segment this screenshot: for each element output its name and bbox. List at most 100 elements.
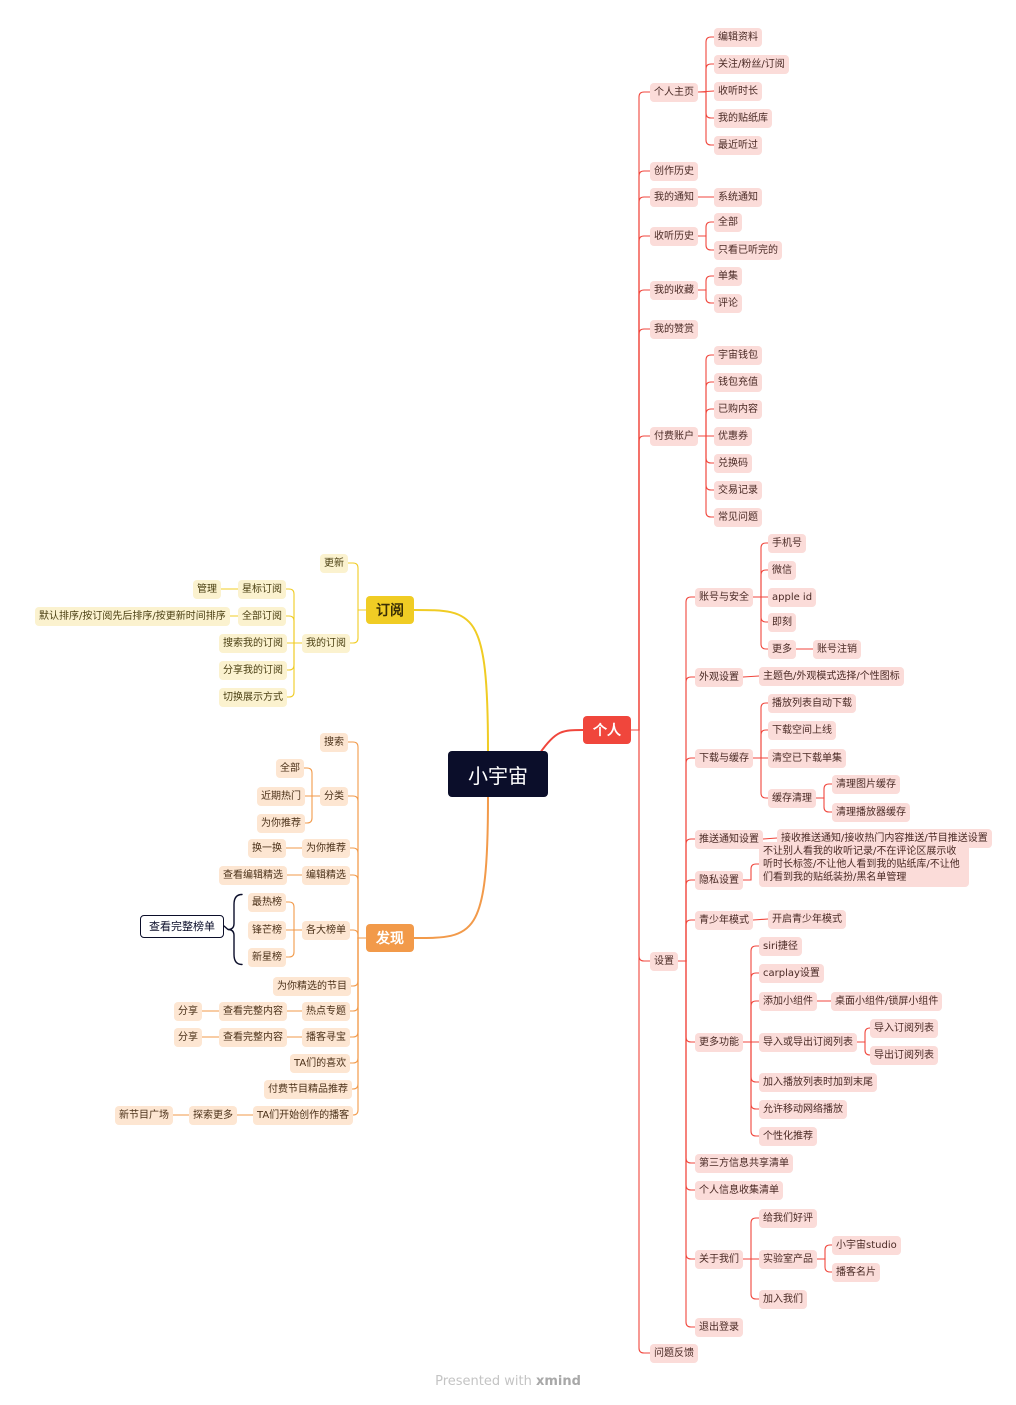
topic-s2[interactable]: 外观设置 <box>695 667 743 687</box>
topic-s8[interactable]: 第三方信息共享清单 <box>695 1153 793 1173</box>
topic-f8[interactable]: 播客寻宝 <box>302 1027 350 1047</box>
topic-s7d[interactable]: 导入或导出订阅列表 <box>759 1032 857 1052</box>
topic-s5a[interactable]: 不让别人看我的收听记录/不在评论区展示收听时长标签/不让他人看到我的贴纸库/不让… <box>759 841 969 887</box>
topic-a4b[interactable]: 只看已听完的 <box>714 240 782 260</box>
topic-f4a[interactable]: 查看编辑精选 <box>219 865 287 885</box>
topic-y2a[interactable]: 星标订阅 <box>238 579 286 599</box>
topic-f1[interactable]: 搜索 <box>320 732 348 752</box>
topic-f8a[interactable]: 查看完整内容 <box>219 1027 287 1047</box>
topic-s10c[interactable]: 加入我们 <box>759 1289 807 1309</box>
topic-a1b[interactable]: 关注/粉丝/订阅 <box>714 54 789 74</box>
main-topic-personal[interactable]: 个人 <box>583 716 631 744</box>
topic-s7[interactable]: 更多功能 <box>695 1032 743 1052</box>
topic-y2e[interactable]: 切换展示方式 <box>219 687 287 707</box>
topic-s1a[interactable]: 手机号 <box>768 533 806 553</box>
topic-a5[interactable]: 我的收藏 <box>650 280 698 300</box>
topic-f5a[interactable]: 最热榜 <box>248 892 286 912</box>
topic-y2[interactable]: 我的订阅 <box>302 633 350 653</box>
topic-s1d[interactable]: 即刻 <box>768 612 796 632</box>
topic-a5b[interactable]: 评论 <box>714 293 742 313</box>
topic-y2b[interactable]: 全部订阅 <box>238 606 286 626</box>
topic-a8[interactable]: 设置 <box>650 951 678 971</box>
topic-s7c[interactable]: 添加小组件 <box>759 991 817 1011</box>
topic-s3c[interactable]: 清空已下载单集 <box>768 748 846 768</box>
topic-s9[interactable]: 个人信息收集清单 <box>695 1180 783 1200</box>
topic-a7f[interactable]: 交易记录 <box>714 480 762 500</box>
topic-f7[interactable]: 热点专题 <box>302 1001 350 1021</box>
topic-a4[interactable]: 收听历史 <box>650 226 698 246</box>
topic-a1d[interactable]: 我的贴纸库 <box>714 108 772 128</box>
topic-f11a[interactable]: 探索更多 <box>189 1105 237 1125</box>
topic-a9[interactable]: 问题反馈 <box>650 1343 698 1363</box>
topic-f10[interactable]: 付费节目精品推荐 <box>264 1079 352 1099</box>
topic-a1e[interactable]: 最近听过 <box>714 135 762 155</box>
topic-a2[interactable]: 创作历史 <box>650 161 698 181</box>
topic-a7b[interactable]: 钱包充值 <box>714 372 762 392</box>
topic-y2c[interactable]: 搜索我的订阅 <box>219 633 287 653</box>
topic-s11[interactable]: 退出登录 <box>695 1317 743 1337</box>
topic-f5n[interactable]: 查看完整榜单 <box>140 914 224 938</box>
topic-s1b[interactable]: 微信 <box>768 560 796 580</box>
topic-f2a[interactable]: 全部 <box>276 758 304 778</box>
topic-s3d[interactable]: 缓存清理 <box>768 788 816 808</box>
topic-a1c[interactable]: 收听时长 <box>714 81 762 101</box>
topic-y2d[interactable]: 分享我的订阅 <box>219 660 287 680</box>
topic-f2[interactable]: 分类 <box>320 786 348 806</box>
topic-f6[interactable]: 为你精选的节目 <box>273 976 351 996</box>
topic-f3[interactable]: 为你推荐 <box>302 838 350 858</box>
topic-f8a1[interactable]: 分享 <box>174 1027 202 1047</box>
topic-a7[interactable]: 付费账户 <box>650 426 698 446</box>
topic-a5a[interactable]: 单集 <box>714 266 742 286</box>
topic-s7c1[interactable]: 桌面小组件/锁屏小组件 <box>831 991 943 1011</box>
topic-a7c[interactable]: 已购内容 <box>714 399 762 419</box>
topic-s3b[interactable]: 下载空间上线 <box>768 720 836 740</box>
topic-f9[interactable]: TA们的喜欢 <box>290 1053 351 1073</box>
topic-f11a1[interactable]: 新节目广场 <box>115 1105 173 1125</box>
topic-s10b1[interactable]: 小宇宙studio <box>832 1235 901 1255</box>
topic-s7b[interactable]: carplay设置 <box>759 963 824 983</box>
topic-y1[interactable]: 更新 <box>320 553 348 573</box>
topic-f7a[interactable]: 查看完整内容 <box>219 1001 287 1021</box>
topic-s7d2[interactable]: 导出订阅列表 <box>870 1045 938 1065</box>
topic-a7d[interactable]: 优惠券 <box>714 426 752 446</box>
main-topic-discover[interactable]: 发现 <box>366 924 414 952</box>
topic-s7g[interactable]: 个性化推荐 <box>759 1126 817 1146</box>
topic-s2a[interactable]: 主题色/外观模式选择/个性图标 <box>759 666 904 686</box>
topic-f3a[interactable]: 换一换 <box>248 838 286 858</box>
topic-s1c[interactable]: apple id <box>768 587 817 607</box>
topic-s4[interactable]: 推送通知设置 <box>695 829 763 849</box>
topic-a7a[interactable]: 宇宙钱包 <box>714 345 762 365</box>
topic-s3[interactable]: 下载与缓存 <box>695 748 753 768</box>
topic-a1[interactable]: 个人主页 <box>650 82 698 102</box>
topic-s6a[interactable]: 开启青少年模式 <box>768 909 846 929</box>
topic-y2a1[interactable]: 管理 <box>193 579 221 599</box>
topic-f5[interactable]: 各大榜单 <box>302 920 350 940</box>
topic-s3d1[interactable]: 清理图片缓存 <box>832 774 900 794</box>
topic-s7e[interactable]: 加入播放列表时加到末尾 <box>759 1072 877 1092</box>
topic-s3a[interactable]: 播放列表自动下载 <box>768 693 856 713</box>
topic-s10b[interactable]: 实验室产品 <box>759 1249 817 1269</box>
topic-f2c[interactable]: 为你推荐 <box>257 813 305 833</box>
topic-f5c[interactable]: 新星榜 <box>248 947 286 967</box>
topic-a1a[interactable]: 编辑资料 <box>714 27 762 47</box>
topic-s1e[interactable]: 更多 <box>768 639 796 659</box>
topic-s7f[interactable]: 允许移动网络播放 <box>759 1099 847 1119</box>
topic-s6[interactable]: 青少年模式 <box>695 910 753 930</box>
topic-f4[interactable]: 编辑精选 <box>302 865 350 885</box>
topic-a4a[interactable]: 全部 <box>714 212 742 232</box>
topic-a7g[interactable]: 常见问题 <box>714 507 762 527</box>
topic-a3a[interactable]: 系统通知 <box>714 187 762 207</box>
topic-s3d2[interactable]: 清理播放器缓存 <box>832 802 910 822</box>
topic-f2b[interactable]: 近期热门 <box>257 786 305 806</box>
topic-s5[interactable]: 隐私设置 <box>695 870 743 890</box>
topic-s1e1[interactable]: 账号注销 <box>813 639 861 659</box>
topic-a3[interactable]: 我的通知 <box>650 187 698 207</box>
topic-a6[interactable]: 我的赞赏 <box>650 319 698 339</box>
topic-a7e[interactable]: 兑换码 <box>714 453 752 473</box>
topic-s10[interactable]: 关于我们 <box>695 1249 743 1269</box>
topic-f11[interactable]: TA们开始创作的播客 <box>253 1105 354 1125</box>
root-topic[interactable]: 小宇宙 <box>448 751 548 797</box>
topic-f5b[interactable]: 锋芒榜 <box>248 920 286 940</box>
topic-y2b1[interactable]: 默认排序/按订阅先后排序/按更新时间排序 <box>35 606 230 626</box>
main-topic-subscribe[interactable]: 订阅 <box>366 596 414 624</box>
